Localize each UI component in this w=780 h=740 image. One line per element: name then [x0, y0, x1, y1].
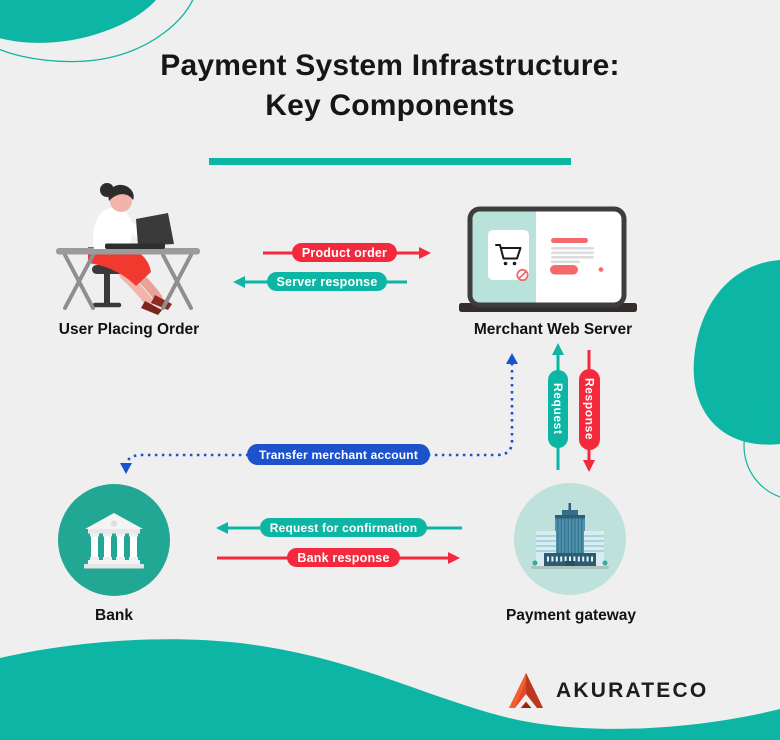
teal-wave-bottom [0, 639, 780, 740]
user-illustration [56, 183, 200, 315]
page-title-line2: Key Components [265, 89, 515, 122]
logo-text: AKURATECO [556, 679, 709, 702]
transfer-merchant-account-arrow [120, 353, 518, 474]
pill-request-for-confirmation: Request for confirmation [260, 518, 427, 537]
bank-node [58, 484, 170, 596]
slash-badge-icon [516, 268, 529, 282]
page-title: Payment System Infrastructure: Key Compo… [0, 46, 780, 126]
node-label-user: User Placing Order [58, 321, 200, 338]
pill-product-order: Product order [292, 243, 397, 262]
pill-response: Response [579, 369, 600, 450]
office-building-icon [531, 503, 609, 569]
node-label-gateway: Payment gateway [505, 607, 637, 624]
pill-server-response: Server response [267, 272, 387, 291]
node-label-merchant: Merchant Web Server [473, 321, 633, 338]
pill-request: Request [548, 370, 568, 448]
cart-icon [495, 244, 522, 266]
payment-gateway-node [514, 483, 626, 595]
merchant-laptop-illustration [459, 206, 637, 312]
pill-bank-response: Bank response [287, 548, 400, 567]
page-title-line1: Payment System Infrastructure: [160, 49, 620, 82]
akurateco-logo: AKURATECO [508, 672, 708, 710]
bank-icon [84, 513, 144, 569]
teal-blob-top-left [0, 0, 194, 63]
teal-blob-right [693, 260, 780, 498]
node-label-bank: Bank [95, 607, 133, 624]
logo-mark-icon [509, 673, 543, 708]
title-underline [209, 158, 571, 165]
pill-transfer-merchant-account: Transfer merchant account [247, 444, 430, 465]
